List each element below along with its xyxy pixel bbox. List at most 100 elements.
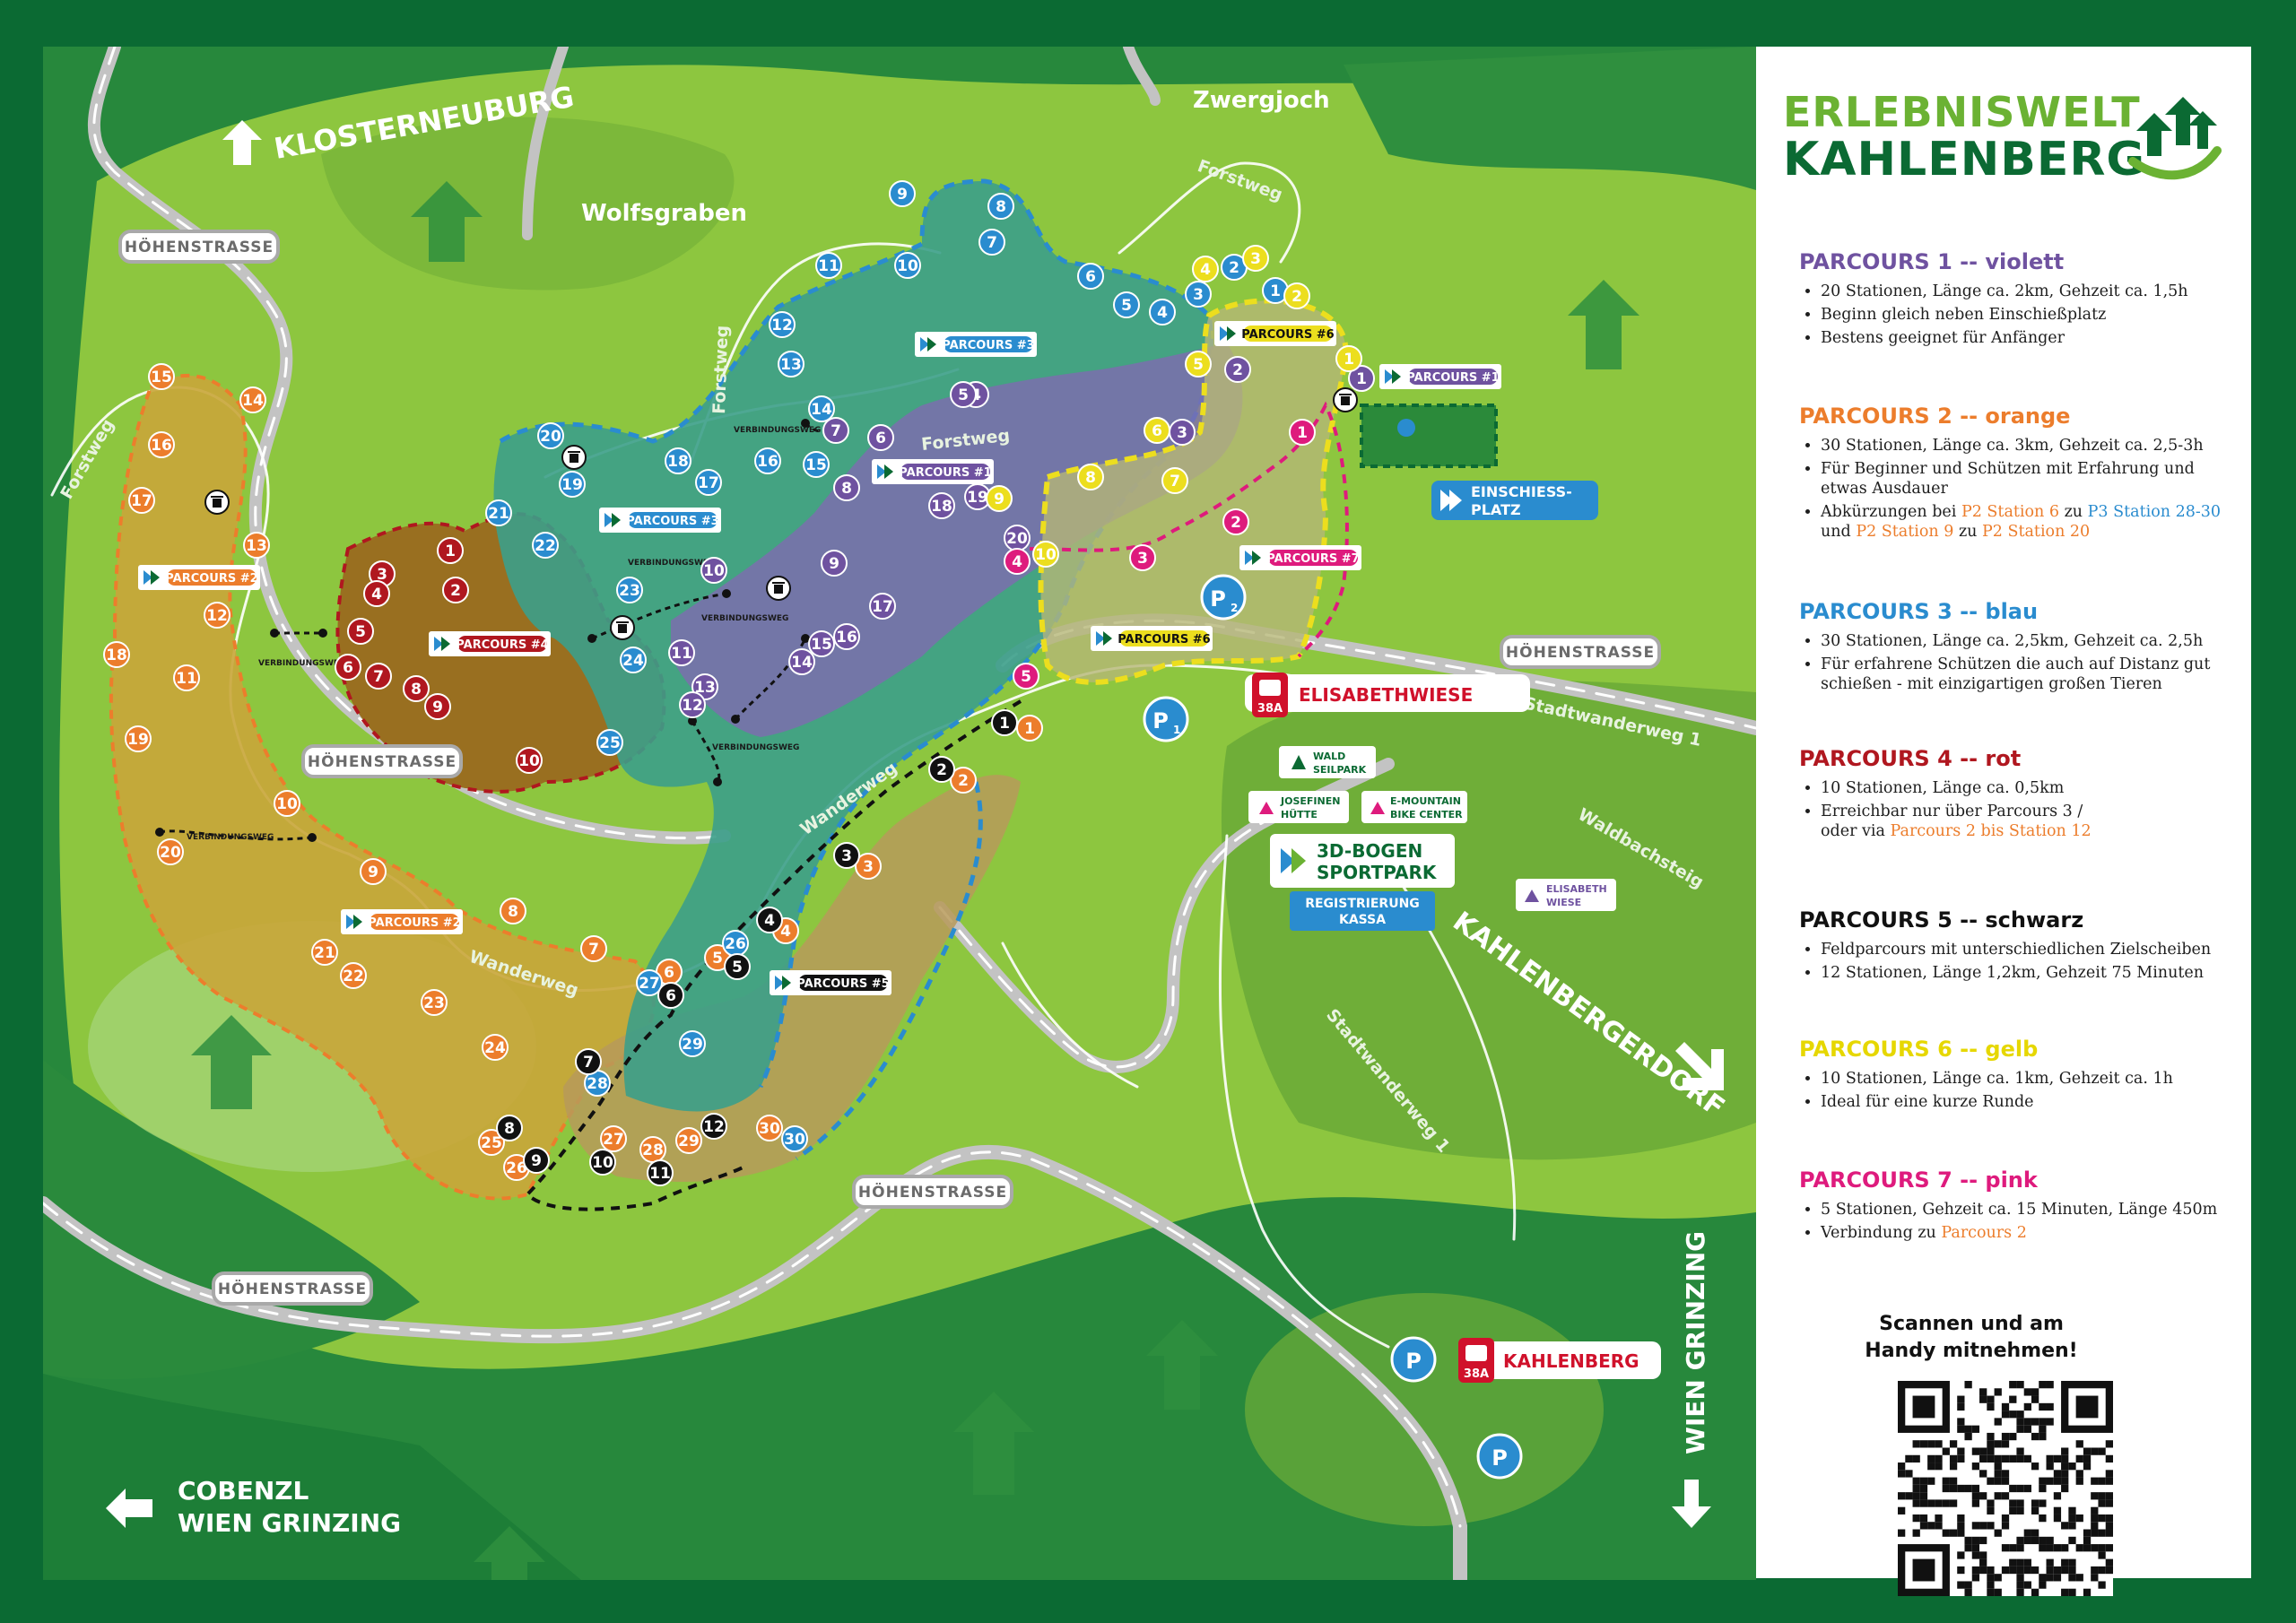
place-wolfsgraben: Wolfsgraben — [581, 200, 747, 227]
badge-parcours-2-2[interactable]: PARCOURS #2 — [138, 565, 260, 590]
svg-text:14: 14 — [242, 392, 264, 410]
verbindungsweg-5: VERBINDUNGSWEG — [688, 716, 799, 786]
legend-parcours-3: PARCOURS 3 -- blau30 Stationen, Länge ca… — [1799, 599, 2230, 698]
badge-parcours-1-0[interactable]: PARCOURS #1 — [1379, 364, 1501, 389]
legend-parcours-title: PARCOURS 4 -- rot — [1799, 746, 2022, 771]
svg-text:HÖHENSTRASSE: HÖHENSTRASSE — [858, 1182, 1007, 1202]
badge-parcours-2-3[interactable]: PARCOURS #2 — [341, 909, 463, 934]
svg-text:VERBINDUNGSWEG: VERBINDUNGSWEG — [701, 614, 788, 623]
badge-parcours-5-7[interactable]: PARCOURS #5 — [770, 970, 891, 995]
verbindungsweg-2: VERBINDUNGSWEG — [155, 828, 317, 842]
station-orange-20: 20 — [157, 838, 184, 865]
place-zwergjoch: Zwergjoch — [1193, 87, 1330, 114]
qr-caption-line-2: Handy mitnehmen! — [1865, 1340, 2078, 1362]
svg-text:12: 12 — [682, 697, 703, 715]
svg-text:3: 3 — [863, 858, 874, 876]
svg-text:19: 19 — [967, 489, 988, 507]
svg-text:1: 1 — [1344, 351, 1354, 369]
bus-stop-elisabethwiese: 38A ELISABETHWIESE — [1245, 673, 1530, 717]
legend-parcours-title: PARCOURS 7 -- pink — [1799, 1167, 2038, 1193]
svg-text:2: 2 — [958, 772, 969, 790]
svg-text:2: 2 — [1231, 602, 1238, 614]
station-yellow-4: 4 — [1192, 256, 1219, 282]
svg-text:26: 26 — [506, 1159, 527, 1177]
station-red-7: 7 — [365, 663, 392, 690]
station-orange-16: 16 — [148, 431, 175, 458]
legend-parcours-5: PARCOURS 5 -- schwarzFeldparcours mit un… — [1799, 907, 2230, 986]
legend-parcours-title: PARCOURS 5 -- schwarz — [1799, 907, 2084, 933]
station-orange-2: 2 — [950, 767, 977, 794]
legend-item: Beginn gleich neben Einschießplatz — [1821, 305, 2230, 325]
station-yellow-8: 8 — [1077, 464, 1104, 490]
station-blue-15: 15 — [803, 451, 830, 478]
svg-text:8: 8 — [504, 1120, 515, 1138]
facility-ebike-center: E-MOUNTAIN BIKE CENTER — [1361, 791, 1467, 823]
tree-logo-icon — [2128, 97, 2222, 180]
parking-p1: P 1 — [1143, 696, 1189, 742]
svg-text:6: 6 — [1085, 268, 1096, 286]
direction-wien-grinzing-arrow — [1672, 1480, 1711, 1528]
station-black-7: 7 — [575, 1048, 602, 1075]
legend-item-shortcut: Abkürzungen bei P2 Station 6 zu P3 Stati… — [1821, 502, 2230, 542]
station-black-10: 10 — [589, 1149, 616, 1176]
logo: ERLEBNISWELT KAHLENBERG — [1783, 82, 2231, 190]
facility-3d-bogen-sportpark[interactable]: 3D-BOGEN SPORTPARK — [1270, 834, 1455, 888]
svg-text:EINSCHIESS-: EINSCHIESS- — [1471, 483, 1572, 500]
svg-text:17: 17 — [698, 474, 719, 492]
station-blue-13: 13 — [778, 351, 804, 378]
qr-code[interactable] — [1898, 1381, 2113, 1596]
svg-text:VERBINDUNGSWEG: VERBINDUNGSWEG — [628, 559, 715, 568]
einschiessplatz-badge[interactable]: EINSCHIESS- PLATZ — [1431, 481, 1598, 520]
svg-text:8: 8 — [411, 681, 422, 699]
parcours-badges: PARCOURS #1 PARCOURS #1 PARCOURS #2 PARCOUR… — [138, 321, 1501, 995]
svg-text:PARCOURS #6: PARCOURS #6 — [1118, 633, 1210, 647]
legend-item: 30 Stationen, Länge ca. 2,5km, Gehzeit c… — [1821, 631, 2230, 651]
svg-text:PARCOURS #1: PARCOURS #1 — [899, 466, 991, 480]
station-red-10: 10 — [516, 747, 543, 774]
svg-text:PARCOURS #4: PARCOURS #4 — [456, 638, 548, 652]
legend-panel: ERLEBNISWELT KAHLENBERG PARCOURS 1 -- vi… — [1756, 47, 2251, 1596]
svg-text:9: 9 — [829, 555, 839, 573]
facility-registrierung-kassa[interactable]: REGISTRIERUNG KASSA — [1290, 891, 1435, 931]
svg-text:28: 28 — [587, 1075, 608, 1093]
road-label-hoehenstrasse-1: HÖHENSTRASSE — [118, 230, 280, 264]
station-blue-3: 3 — [1185, 281, 1212, 308]
badge-parcours-4-6[interactable]: PARCOURS #4 — [429, 631, 551, 656]
svg-text:JOSEFINEN: JOSEFINEN — [1280, 795, 1340, 807]
svg-text:1: 1 — [445, 542, 456, 560]
station-blue-4: 4 — [1149, 299, 1176, 325]
station-black-1: 1 — [991, 709, 1018, 736]
badge-parcours-3-4[interactable]: PARCOURS #3 — [915, 332, 1037, 357]
legend-item: 20 Stationen, Länge ca. 2km, Gehzeit ca.… — [1821, 282, 2230, 301]
station-orange-29: 29 — [675, 1127, 702, 1154]
station-orange-25: 25 — [478, 1129, 505, 1156]
svg-text:VERBINDUNGSWEG: VERBINDUNGSWEG — [187, 833, 274, 842]
svg-text:18: 18 — [931, 498, 952, 516]
station-violet-16: 16 — [833, 623, 860, 650]
legend-item: Für erfahrene Schützen die auch auf Dist… — [1821, 655, 2230, 694]
legend-item-reach: Erreichbar nur über Parcours 3 /oder via… — [1821, 802, 2230, 841]
parking-kahlenberg-2: P — [1476, 1433, 1523, 1480]
svg-text:2: 2 — [1232, 361, 1243, 379]
badge-parcours-6-8[interactable]: PARCOURS #6 — [1214, 321, 1336, 346]
svg-text:18: 18 — [106, 647, 127, 664]
station-blue-25: 25 — [596, 729, 623, 756]
badge-parcours-7-10[interactable]: PARCOURS #7 — [1239, 545, 1361, 570]
road-label-hoehenstrasse-3: HÖHENSTRASSE — [1500, 635, 1661, 669]
badge-parcours-6-9[interactable]: PARCOURS #6 — [1091, 626, 1213, 651]
trash-bin-icon — [204, 490, 230, 515]
badge-parcours-3-5[interactable]: PARCOURS #3 — [599, 508, 721, 533]
svg-text:4: 4 — [1012, 553, 1022, 571]
svg-text:7: 7 — [1170, 473, 1180, 490]
station-yellow-10: 10 — [1032, 541, 1059, 568]
station-violet-15: 15 — [808, 630, 835, 657]
badge-parcours-1-1[interactable]: PARCOURS #1 — [872, 459, 994, 484]
station-orange-3: 3 — [855, 853, 882, 880]
svg-text:10: 10 — [276, 795, 298, 813]
station-red-8: 8 — [403, 675, 430, 702]
svg-text:VERBINDUNGSWEG: VERBINDUNGSWEG — [712, 743, 799, 752]
legend-item: Bestens geeignet für Anfänger — [1821, 328, 2230, 348]
station-orange-21: 21 — [311, 939, 338, 966]
svg-text:17: 17 — [872, 598, 893, 616]
